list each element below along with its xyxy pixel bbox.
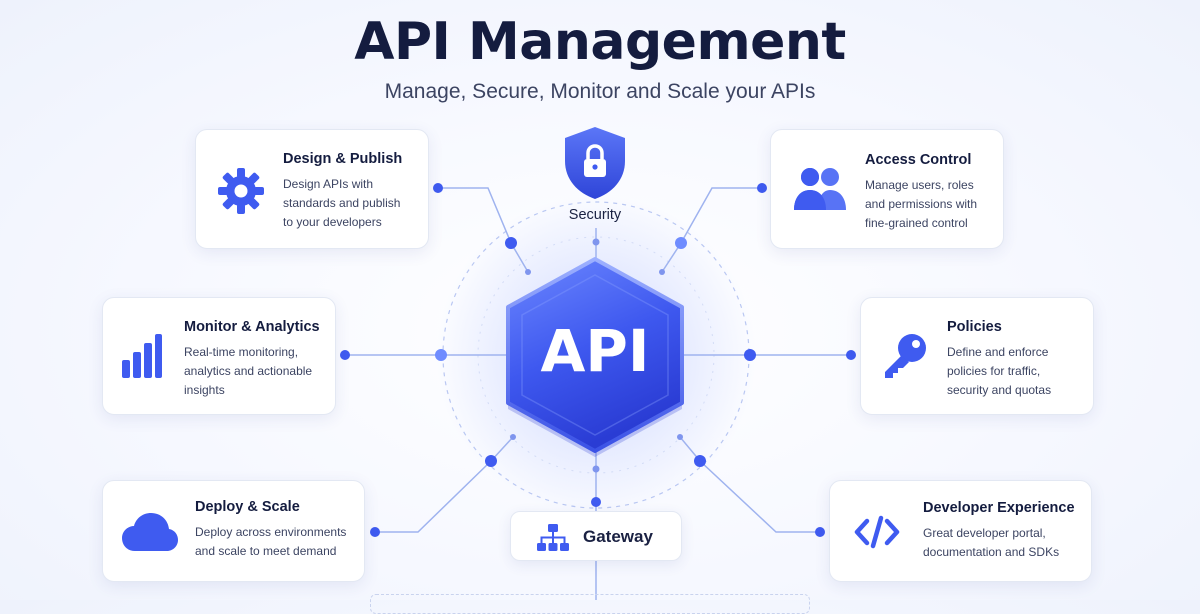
card-description-line: Great developer portal, [923,526,1046,540]
card-description: Great developer portal, documentation an… [923,524,1059,562]
connector-dot [525,269,531,275]
connector-dot [435,349,447,361]
card-description-line: Manage users, roles [865,178,974,192]
code-icon [854,515,900,549]
connector-dot [846,350,856,360]
card-description-line: and permissions with [865,197,978,211]
connector-dot [591,497,601,507]
card-policies[interactable]: Policies Define and enforce policies for… [860,297,1094,415]
card-description-line: Real-time monitoring, [184,345,299,359]
connector-devexp [679,436,820,533]
card-description: Manage users, roles and permissions with… [865,176,977,233]
connector-dot [505,237,517,249]
card-description-line: security and quotas [947,383,1052,397]
card-title: Design & Publish [283,151,403,167]
card-description-line: and scale to meet demand [195,544,337,558]
card-description-line: Design APIs with [283,177,374,191]
card-description-line: analytics and actionable [184,364,313,378]
connector-dot [815,527,825,537]
connector-dot [677,434,683,440]
connector-dot [592,465,600,473]
card-description-line: fine-grained control [865,216,968,230]
card-deploy-scale[interactable]: Deploy & Scale Deploy across environment… [102,480,365,582]
connector-dot [694,455,706,467]
page-title: API Management [354,12,846,72]
gateway-box[interactable]: Gateway [510,511,682,561]
card-description-line: standards and publish [283,196,401,210]
card-title: Monitor & Analytics [184,319,320,335]
connector-deploy [375,436,514,533]
hexagon-shape [506,257,684,457]
card-title: Developer Experience [923,500,1075,516]
key-icon [885,334,926,378]
gateway-label: Gateway [583,527,653,546]
card-description-line: insights [184,383,225,397]
card-title: Access Control [865,152,972,168]
card-monitor-analytics[interactable]: Monitor & Analytics Real-time monitoring… [102,297,336,415]
card-description-line: to your developers [283,215,382,229]
bottom-panel-edge [370,594,810,614]
card-description: Deploy across environments and scale to … [195,523,346,561]
connector-dot [340,350,350,360]
users-icon [794,168,846,210]
connector-dot [510,434,516,440]
connector-dot [592,238,600,246]
card-access-control[interactable]: Access Control Manage users, roles and p… [770,129,1004,249]
connector-dot [433,183,443,193]
connector-dot [744,349,756,361]
card-description: Define and enforce policies for traffic,… [947,343,1051,400]
bar-chart-icon [122,334,162,378]
card-title: Policies [947,319,1002,335]
connector-design [438,187,529,273]
card-description-line: Define and enforce [947,345,1049,359]
card-description: Real-time monitoring, analytics and acti… [184,343,312,400]
api-label: API [540,317,650,385]
card-description-line: Deploy across environments [195,525,347,539]
cloud-icon [122,513,178,551]
connector-dot [485,455,497,467]
connector-dot [675,237,687,249]
shield-lock-icon [565,127,625,199]
card-description-line: documentation and SDKs [923,545,1060,559]
card-developer-experience[interactable]: Developer Experience Great developer por… [829,480,1092,582]
card-title: Deploy & Scale [195,499,300,515]
connector-dot [659,269,665,275]
card-design-publish[interactable]: Design & Publish Design APIs with standa… [195,129,429,249]
card-description-line: policies for traffic, [947,364,1041,378]
api-hexagon: API [490,245,700,465]
connector-dot [757,183,767,193]
connector-access [661,187,762,273]
security-label: Security [568,207,622,223]
page-subtitle: Manage, Secure, Monitor and Scale your A… [384,80,816,103]
connector-dot [370,527,380,537]
network-hierarchy-icon [537,524,569,551]
gear-icon [218,168,264,214]
card-description: Design APIs with standards and publish t… [283,175,400,232]
